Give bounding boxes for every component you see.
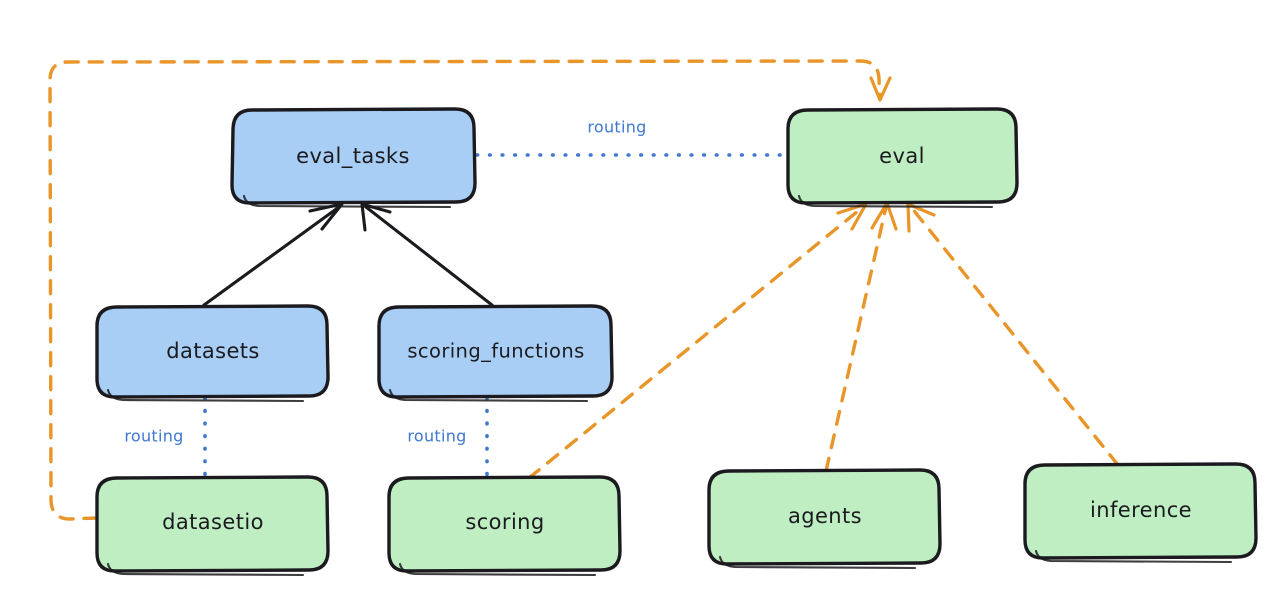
node-scoring-functions[interactable]: scoring_functions bbox=[377, 304, 614, 403]
edge-label-routing-eval: routing bbox=[587, 118, 646, 137]
node-agents-label: agents bbox=[788, 504, 862, 528]
node-agents-outline bbox=[707, 468, 942, 566]
edge-datasets-datasetio: routing bbox=[124, 396, 207, 479]
node-datasets-shadow bbox=[106, 388, 305, 403]
node-datasetio-outline bbox=[95, 475, 330, 573]
node-inference[interactable]: inference bbox=[1023, 462, 1258, 564]
node-inference-label: inference bbox=[1090, 498, 1192, 522]
node-datasetio-label: datasetio bbox=[162, 510, 264, 534]
node-datasets-fill bbox=[97, 307, 328, 396]
node-scoring-functions-outline bbox=[377, 304, 614, 399]
node-scoring-functions-label: scoring_functions bbox=[407, 340, 584, 363]
node-eval-tasks-outline bbox=[230, 107, 477, 205]
node-agents[interactable]: agents bbox=[707, 468, 942, 570]
node-inference-shadow bbox=[1034, 549, 1233, 564]
node-eval-shadow bbox=[797, 194, 994, 209]
node-eval-tasks[interactable]: eval_tasks bbox=[230, 107, 477, 209]
node-eval-tasks-shadow bbox=[242, 194, 452, 209]
edge-scoring-functions-scoring: routing bbox=[407, 396, 489, 479]
edge-eval-tasks-eval: routing bbox=[475, 118, 788, 157]
node-eval[interactable]: eval bbox=[786, 107, 1019, 209]
node-eval-outline bbox=[786, 107, 1019, 205]
node-datasetio[interactable]: datasetio bbox=[95, 475, 330, 577]
node-eval-fill bbox=[788, 110, 1017, 202]
edge-scoring-eval-line bbox=[527, 205, 865, 480]
edge-scoring-functions-eval-tasks-line bbox=[364, 205, 494, 307]
node-datasetio-fill bbox=[97, 478, 328, 570]
edge-label-routing-scoring: routing bbox=[407, 427, 466, 446]
node-scoring-outline bbox=[387, 475, 622, 573]
edge-agents-eval bbox=[824, 201, 898, 473]
edge-datasetio-eval-arrowhead bbox=[869, 76, 892, 102]
edge-agents-eval-line bbox=[824, 205, 888, 473]
edge-datasetio-eval-line bbox=[48, 59, 882, 521]
edge-datasets-eval-tasks bbox=[202, 202, 344, 307]
edge-label-routing-datasetio: routing bbox=[124, 427, 183, 446]
node-scoring-shadow bbox=[398, 562, 597, 577]
node-inference-outline bbox=[1023, 462, 1258, 560]
edge-inference-eval bbox=[906, 202, 1120, 467]
node-scoring-functions-shadow bbox=[388, 388, 589, 403]
edge-scoring-functions-eval-tasks bbox=[360, 202, 494, 307]
node-scoring-label: scoring bbox=[465, 510, 544, 534]
node-datasets-label: datasets bbox=[166, 339, 260, 363]
node-agents-shadow bbox=[718, 555, 917, 570]
node-scoring-functions-fill bbox=[379, 307, 612, 396]
edge-inference-eval-line bbox=[909, 205, 1120, 467]
node-datasets[interactable]: datasets bbox=[95, 304, 330, 403]
node-scoring[interactable]: scoring bbox=[387, 475, 622, 577]
node-eval-tasks-label: eval_tasks bbox=[296, 144, 410, 169]
node-scoring-fill bbox=[389, 478, 620, 570]
node-datasetio-shadow bbox=[106, 562, 305, 577]
node-datasets-outline bbox=[95, 304, 330, 399]
node-eval-label: eval bbox=[879, 144, 925, 168]
node-eval-tasks-fill bbox=[232, 110, 475, 202]
edge-datasets-eval-tasks-line bbox=[202, 205, 341, 307]
edge-datasetio-eval bbox=[48, 59, 892, 521]
node-agents-fill bbox=[709, 471, 940, 563]
node-inference-fill bbox=[1025, 465, 1256, 557]
